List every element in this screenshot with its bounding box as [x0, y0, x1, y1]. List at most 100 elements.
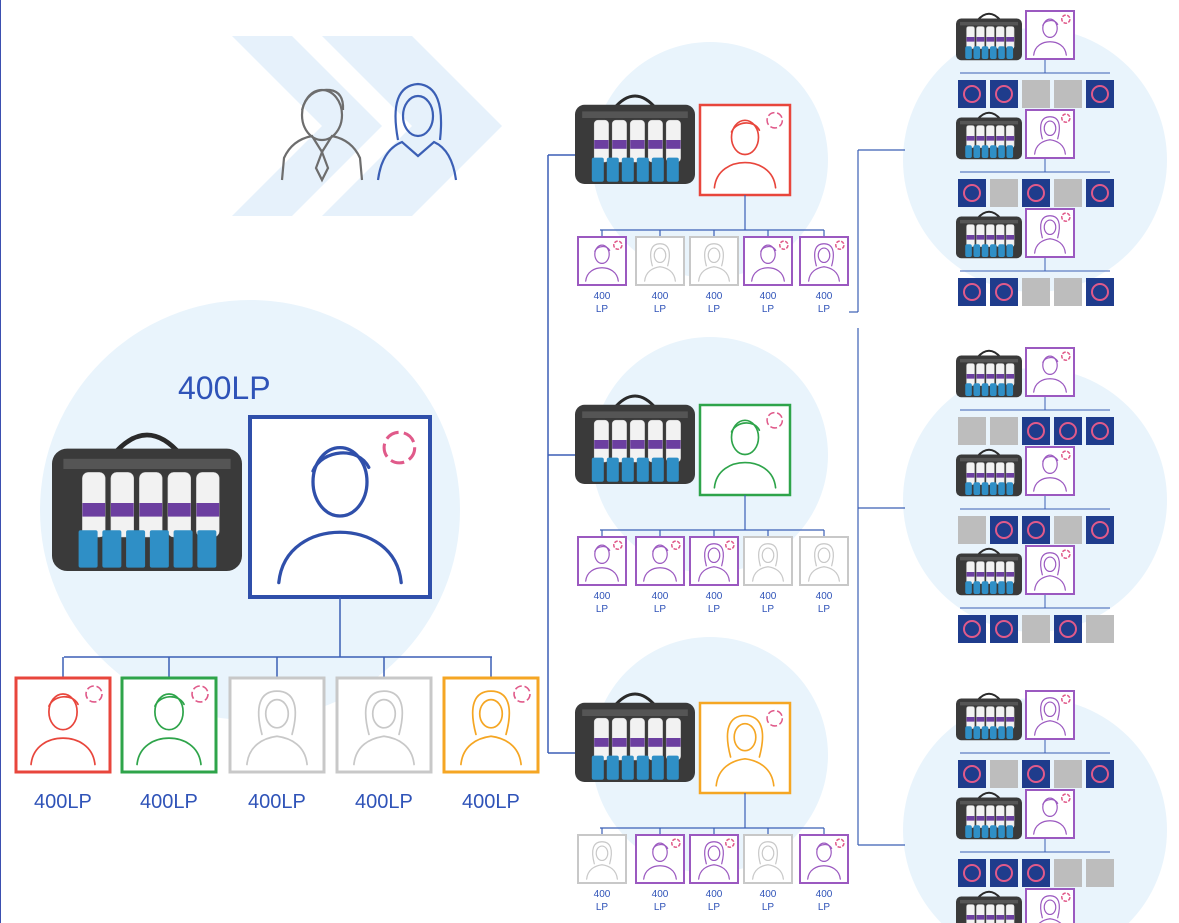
- product-vial: [1006, 46, 1014, 60]
- empty-slot: [1022, 80, 1050, 108]
- male-person-icon: [277, 445, 403, 585]
- small-points-label: 400: [593, 291, 611, 302]
- bottle-label: [966, 37, 975, 42]
- male-person-icon: [713, 119, 777, 189]
- member-frame: [335, 676, 433, 774]
- slot-square: [1054, 859, 1082, 887]
- member-frame: [1025, 109, 1075, 159]
- product-vial: [989, 145, 997, 159]
- refresh-ring-icon: [1061, 793, 1071, 803]
- member-frame: [689, 236, 739, 286]
- small-points-label: 400: [651, 291, 669, 302]
- member-box: [743, 536, 793, 586]
- product-bottle: [1005, 904, 1015, 923]
- female-person-icon: [1034, 116, 1066, 155]
- product-vial: [981, 482, 989, 496]
- member-frame: [248, 415, 432, 599]
- product-vial: [981, 145, 989, 159]
- small-points-unit: LP: [761, 304, 775, 315]
- member-frame: [228, 676, 326, 774]
- bottle-label: [996, 374, 1005, 379]
- slot-square: [958, 417, 986, 445]
- product-vial: [636, 755, 649, 780]
- slot-square: [1054, 615, 1082, 643]
- refresh-ring-icon: [85, 685, 103, 703]
- male-person-icon: [751, 244, 785, 282]
- man-tie: [314, 148, 330, 183]
- slot-ring-icon: [1059, 422, 1077, 440]
- male-person-icon: [1033, 18, 1067, 56]
- bottle-label: [594, 140, 609, 149]
- product-vial: [998, 482, 1005, 496]
- female-person-icon: [752, 543, 784, 582]
- member-box: [698, 701, 792, 795]
- female-person-icon: [698, 543, 730, 582]
- empty-slot: [1054, 859, 1082, 887]
- female-person-icon: [353, 690, 415, 766]
- member-box: [799, 236, 849, 286]
- slot-square: [958, 179, 986, 207]
- refresh-ring-icon: [613, 240, 623, 250]
- bottle-label: [976, 374, 985, 379]
- male-person-icon: [585, 544, 619, 582]
- slot-ring-icon: [995, 521, 1013, 539]
- product-vial: [173, 530, 193, 568]
- product-vial: [651, 755, 664, 780]
- bottle-label: [1006, 816, 1015, 821]
- bottle-label: [612, 140, 627, 149]
- member-box: [743, 236, 793, 286]
- bottle-label: [612, 738, 627, 747]
- slot-square: [958, 516, 986, 544]
- bottle-label: [976, 235, 985, 240]
- product-vial: [606, 157, 619, 182]
- product-vial: [1006, 581, 1014, 595]
- bottle-label: [666, 738, 681, 747]
- product-bag-icon: [956, 692, 1022, 741]
- refresh-ring-icon: [1061, 694, 1071, 704]
- slot-ring-icon: [963, 620, 981, 638]
- bottle-label: [630, 738, 645, 747]
- product-vial: [636, 157, 649, 182]
- slot-ring-icon: [963, 283, 981, 301]
- product-vial: [606, 755, 619, 780]
- bottle-label: [986, 374, 995, 379]
- member-box: [1025, 208, 1075, 258]
- bottle-label: [976, 473, 985, 478]
- empty-slot: [958, 516, 986, 544]
- bottle-label: [986, 915, 995, 920]
- refresh-ring-icon: [1061, 549, 1071, 559]
- slot-square: [1022, 615, 1050, 643]
- product-vial: [965, 726, 972, 740]
- member-box: [335, 676, 433, 774]
- bottle-label: [630, 140, 645, 149]
- product-bag-icon: [956, 448, 1022, 497]
- slot-square: [958, 859, 986, 887]
- active-slot: [958, 760, 986, 788]
- small-points-label: 400: [759, 591, 777, 602]
- member-box: [1025, 888, 1075, 923]
- member-frame: [635, 236, 685, 286]
- slot-ring-icon: [963, 85, 981, 103]
- bottle-label: [966, 717, 975, 722]
- female-person-icon: [644, 243, 676, 282]
- slot-ring-icon: [963, 864, 981, 882]
- slot-square: [1086, 278, 1114, 306]
- slot-ring-icon: [1091, 85, 1109, 103]
- small-points-label: 400: [593, 889, 611, 900]
- bottle-label: [630, 440, 645, 449]
- bag-zipper: [582, 411, 688, 418]
- slot-ring-icon: [1091, 765, 1109, 783]
- member-box: [1025, 446, 1075, 496]
- refresh-ring-icon: [1061, 892, 1071, 902]
- bottle-label: [976, 816, 985, 821]
- active-slot: [1086, 417, 1114, 445]
- product-bag-icon: [575, 94, 695, 184]
- product-vial: [1006, 482, 1014, 496]
- active-slot: [958, 615, 986, 643]
- member-frame: [743, 834, 793, 884]
- small-points-label: 400: [651, 591, 669, 602]
- member-frame: [1025, 789, 1075, 839]
- product-vial: [998, 581, 1005, 595]
- bottle-label: [976, 572, 985, 577]
